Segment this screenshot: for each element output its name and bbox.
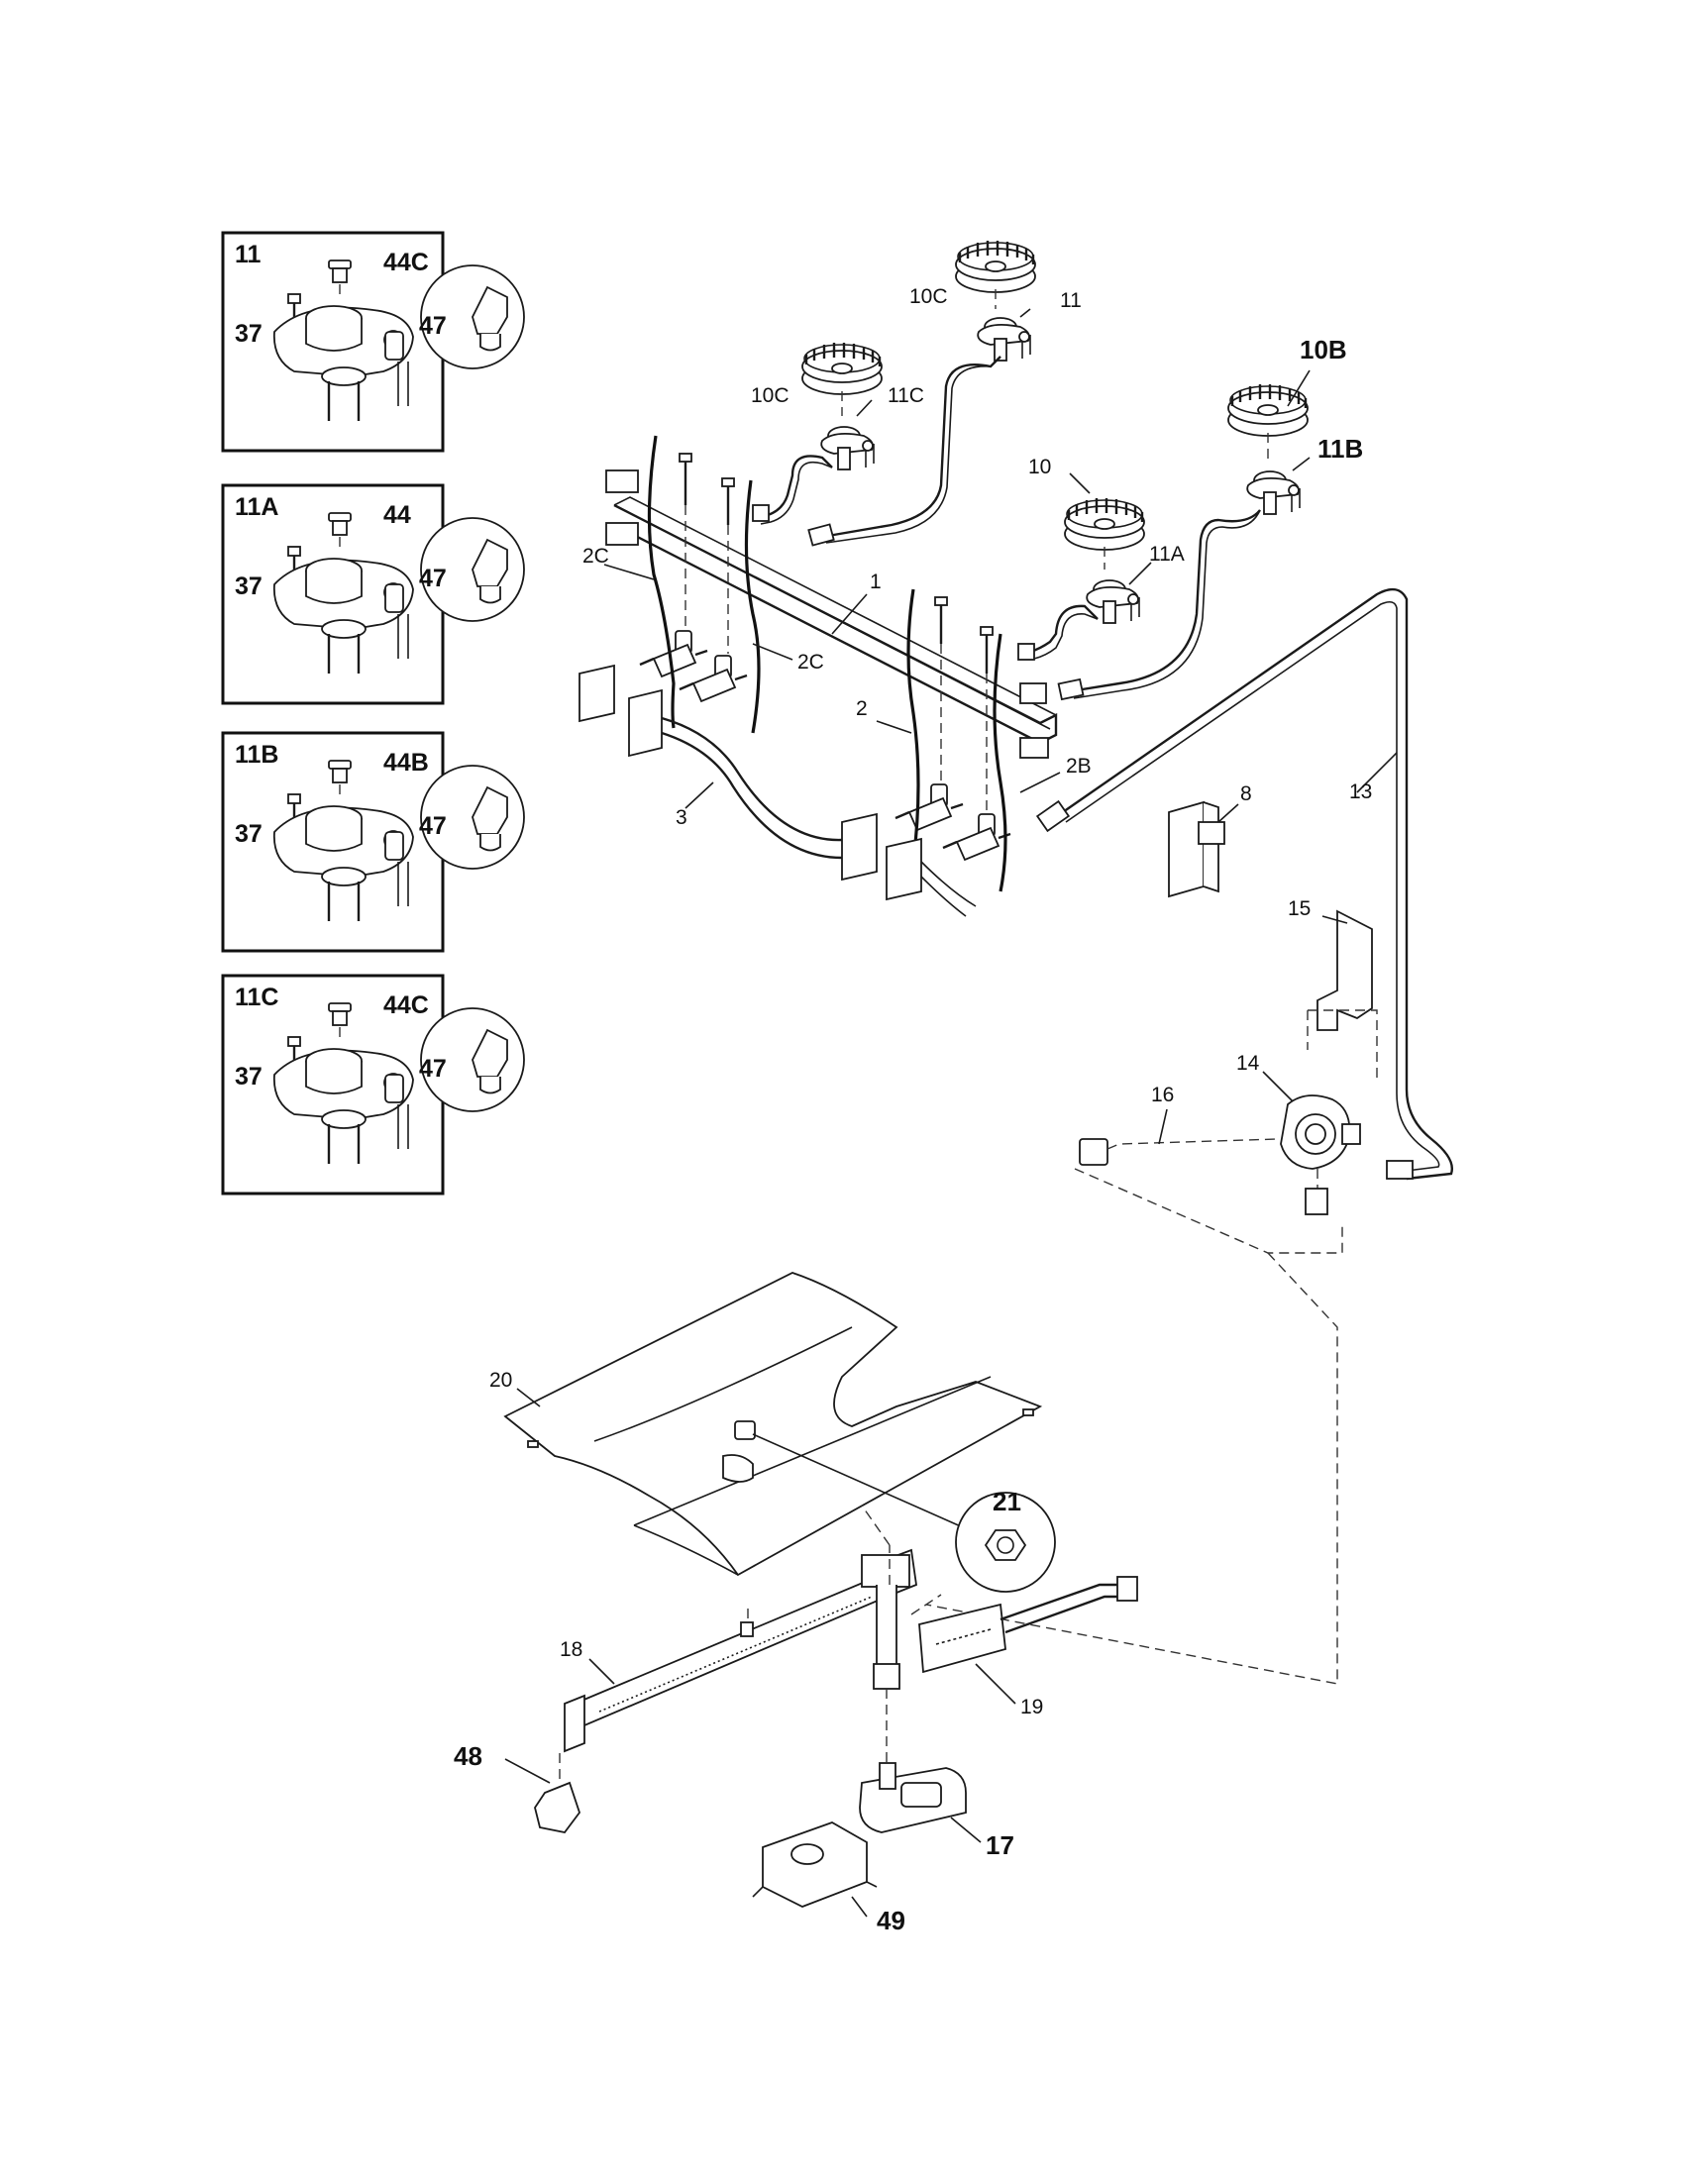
burner-cap-10c-rear	[954, 239, 1037, 294]
label-17: 17	[986, 1830, 1014, 1860]
cap-label: 44C	[383, 991, 429, 1019]
label-16: 16	[1151, 1084, 1174, 1106]
label-1: 1	[870, 571, 882, 593]
burner-cap-10c-left	[800, 341, 884, 396]
inset-title: 11A	[235, 493, 278, 521]
label-11c: 11C	[888, 384, 924, 407]
part-17-oven-valve	[859, 1689, 967, 1833]
burner-cap-10	[1063, 496, 1146, 552]
screw-label: 37	[235, 1063, 263, 1091]
label-11-rear: 11	[1060, 289, 1082, 312]
cap-label: 44C	[383, 249, 429, 276]
label-10: 10	[1028, 456, 1051, 478]
inset-title: 11C	[235, 984, 278, 1011]
screw	[980, 626, 994, 674]
inset-11: 11 37 44C 47	[221, 231, 526, 453]
label-48: 48	[454, 1741, 482, 1771]
valve	[941, 812, 1012, 862]
inset-11b: 11B 37 44B 47	[221, 731, 526, 953]
screw	[721, 477, 735, 525]
screw-label: 37	[235, 320, 263, 348]
part-8-spark-module	[1168, 800, 1225, 898]
cap-label: 44	[383, 501, 411, 529]
label-2: 2	[856, 697, 868, 720]
label-10c-left: 10C	[751, 384, 789, 407]
label-11b: 11B	[1317, 434, 1363, 464]
part-18-oven-burner	[564, 1505, 917, 1753]
inset-panels: 11 37 44C 47 11A 37 44 47 11B 37 44B 47 …	[221, 231, 526, 1196]
label-49: 49	[877, 1906, 905, 1935]
burner-head-11b	[1246, 470, 1301, 515]
inset-title: 11	[235, 241, 262, 268]
label-20: 20	[489, 1369, 512, 1392]
orifice-label: 47	[419, 312, 447, 340]
orifice-label: 47	[419, 565, 447, 592]
part-20-baffle	[503, 1272, 1043, 1577]
label-8: 8	[1240, 782, 1252, 805]
callout-labels: 10C 11 10C 11C 10B 11B 10 11A 2C 2C 1 2 …	[454, 285, 1372, 1935]
label-10c-rear: 10C	[909, 285, 948, 308]
inset-11a: 11A 37 44 47	[221, 483, 526, 705]
screw	[934, 596, 948, 644]
cap-label: 44B	[383, 749, 429, 777]
label-3: 3	[676, 806, 687, 829]
valve	[638, 629, 709, 678]
inset-11c: 11C 37 44C 47	[221, 974, 526, 1196]
oven-burner-assembly	[503, 1272, 1138, 1918]
label-14: 14	[1236, 1052, 1260, 1075]
part-49-shield	[752, 1821, 878, 1908]
valve	[894, 782, 965, 832]
label-2c-b: 2C	[797, 651, 824, 674]
label-10b: 10B	[1300, 335, 1347, 364]
cooktop-assembly	[579, 239, 1453, 1685]
burner-head-11-rear	[977, 317, 1031, 362]
screw-label: 37	[235, 572, 263, 600]
inset-title: 11B	[235, 741, 278, 769]
part-19-igniter	[910, 1576, 1138, 1674]
label-15: 15	[1288, 897, 1311, 920]
part-14-pressure-regulator	[1280, 1094, 1361, 1215]
part-48-bracket	[534, 1753, 581, 1833]
label-18: 18	[560, 1638, 582, 1661]
label-13: 13	[1349, 780, 1372, 803]
label-2c-a: 2C	[582, 545, 609, 568]
screw-label: 37	[235, 820, 263, 848]
screw	[679, 453, 692, 505]
label-21: 21	[993, 1487, 1021, 1516]
orifice-label: 47	[419, 1055, 447, 1083]
label-11a: 11A	[1149, 543, 1185, 566]
part-16-fitting	[1079, 1138, 1279, 1166]
label-19: 19	[1020, 1696, 1043, 1718]
part-15-bracket	[1307, 909, 1378, 1080]
label-2b: 2B	[1066, 755, 1092, 778]
part-21-nut	[734, 1420, 1056, 1593]
orifice-label: 47	[419, 812, 447, 840]
